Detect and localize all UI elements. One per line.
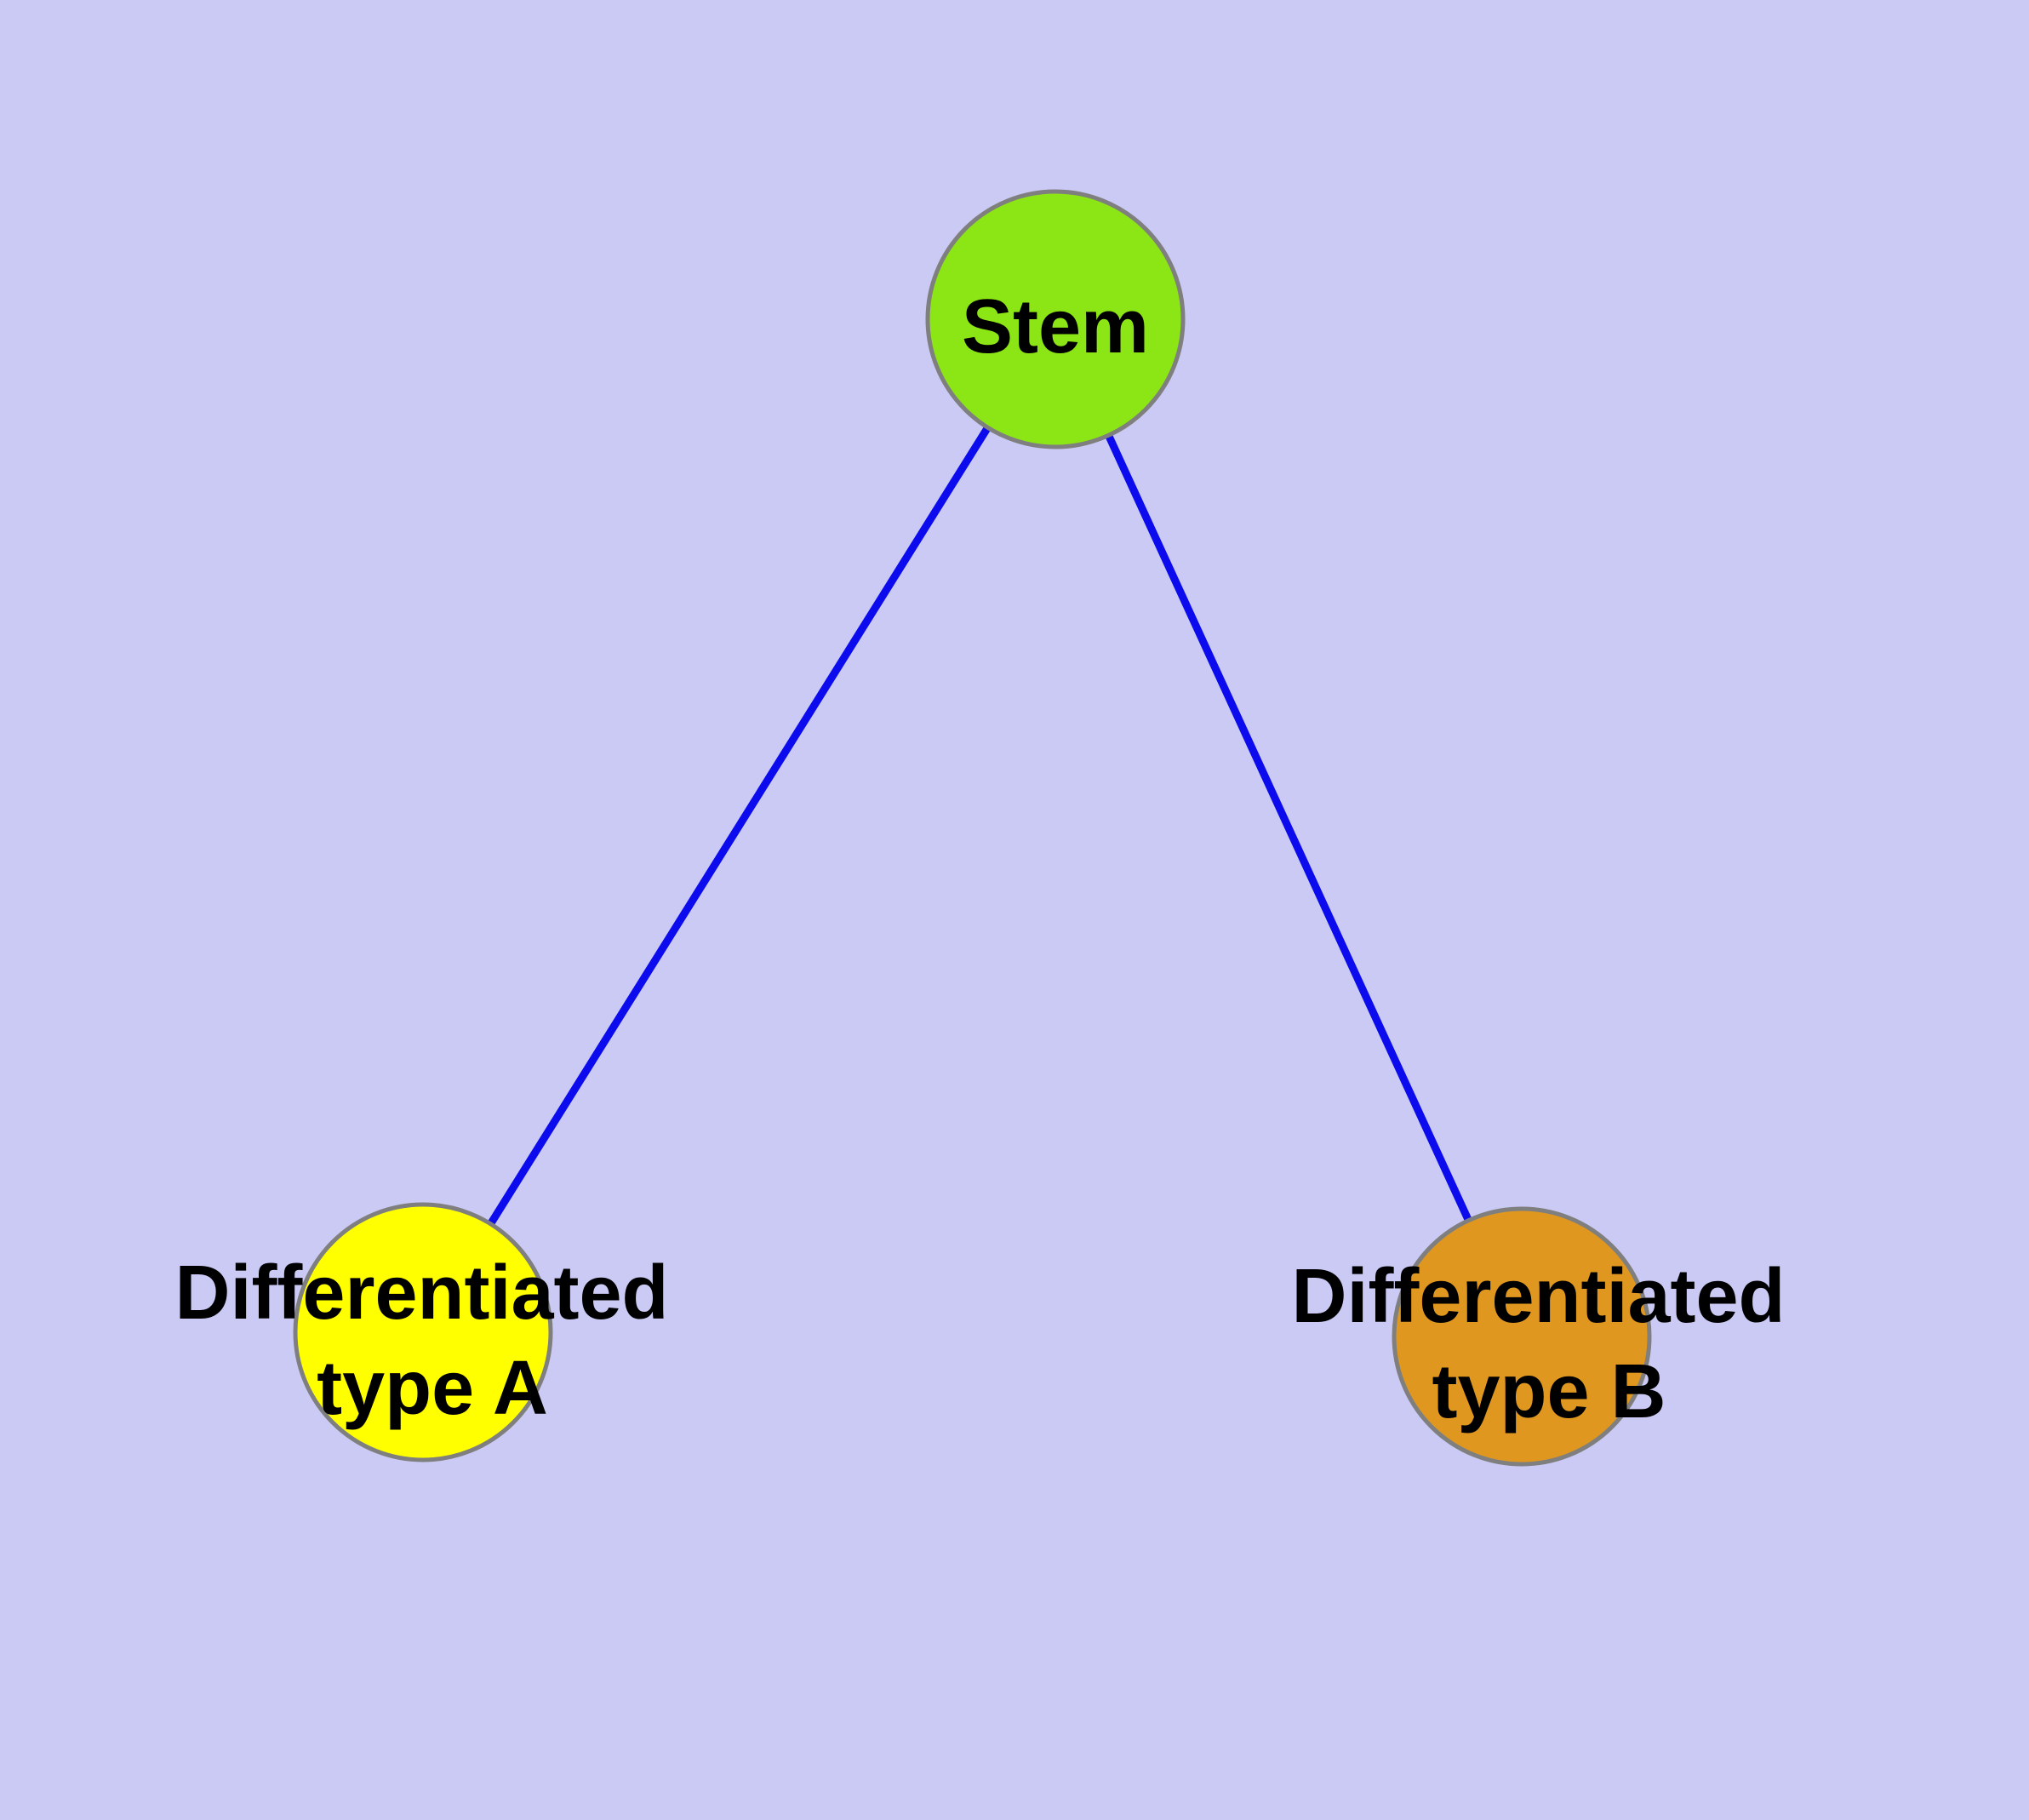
node-stem-label: Stem xyxy=(962,284,1149,369)
node-type-a-label: Differentiated type A xyxy=(174,1251,689,1431)
edge-stem-to-type-a xyxy=(419,315,1060,1336)
node-type-b-label: Differentiated type B xyxy=(1291,1254,1806,1434)
node-type-b-label-line2: type B xyxy=(1432,1349,1666,1434)
node-type-a-label-line1: Differentiated xyxy=(174,1251,668,1336)
node-stem xyxy=(925,189,1186,449)
edge-stem-to-type-b xyxy=(1051,315,1526,1341)
node-type-b xyxy=(1392,1206,1652,1467)
node-type-b-label-line1: Differentiated xyxy=(1291,1254,1785,1339)
node-type-a-label-line2: type A xyxy=(317,1346,548,1431)
node-type-a xyxy=(293,1202,553,1462)
